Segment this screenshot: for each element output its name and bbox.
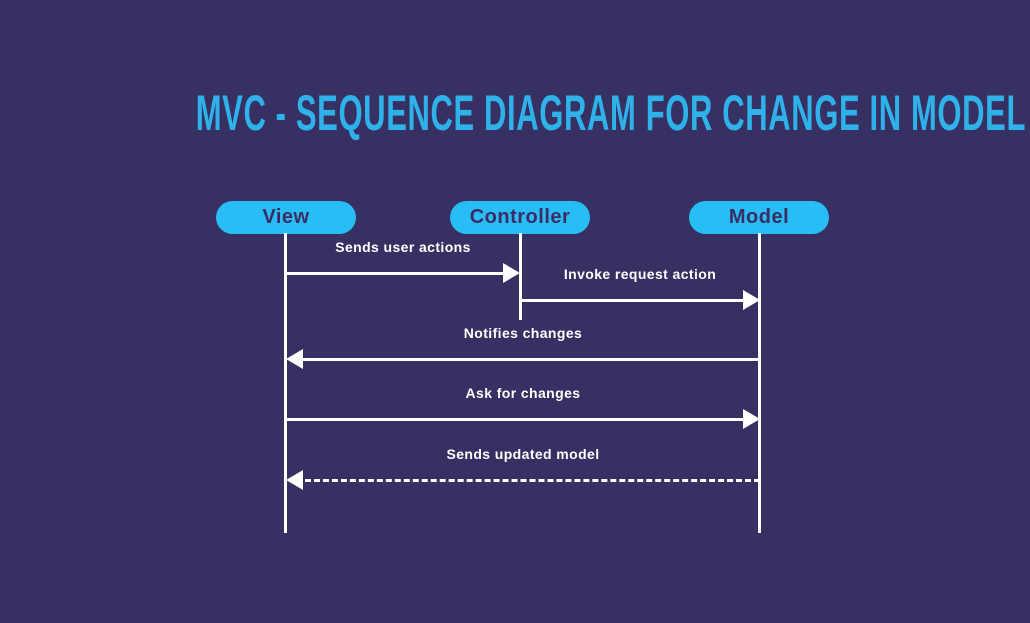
diagram-title: MVC - SEQUENCE DIAGRAM FOR CHANGE IN MOD… (195, 85, 1027, 141)
message-label: Invoke request action (563, 266, 717, 282)
arrow-shaft (296, 479, 760, 482)
arrow-left-dashed-icon (286, 470, 760, 490)
actor-model-label: Model (728, 206, 790, 228)
message-sends-user-actions: Sends user actions (286, 237, 520, 283)
arrow-head-icon (743, 290, 760, 310)
message-label: Notifies changes (463, 325, 583, 341)
message-invoke-request-action: Invoke request action (520, 264, 760, 310)
lifeline-model (758, 233, 761, 533)
arrow-head-icon (503, 263, 520, 283)
message-label: Sends updated model (446, 446, 600, 462)
message-sends-updated-model: Sends updated model (286, 444, 760, 490)
lifeline-controller (519, 233, 522, 320)
arrow-right-icon (286, 263, 520, 283)
arrow-head-icon (286, 470, 303, 490)
arrow-shaft (520, 299, 750, 302)
message-notifies-changes: Notifies changes (286, 323, 760, 369)
message-label: Sends user actions (335, 239, 471, 255)
arrow-right-icon (520, 290, 760, 310)
actor-controller: Controller (450, 201, 590, 234)
message-label: Ask for changes (465, 385, 581, 401)
actor-model: Model (689, 201, 829, 234)
lifeline-view (284, 233, 287, 533)
actor-view: View (216, 201, 356, 234)
arrow-shaft (296, 358, 760, 361)
actor-view-label: View (262, 206, 310, 228)
arrow-head-icon (743, 409, 760, 429)
arrow-left-icon (286, 349, 760, 369)
arrow-head-icon (286, 349, 303, 369)
actor-controller-label: Controller (469, 206, 571, 228)
arrow-shaft (286, 418, 750, 421)
message-ask-for-changes: Ask for changes (286, 383, 760, 429)
arrow-right-icon (286, 409, 760, 429)
arrow-shaft (286, 272, 510, 275)
